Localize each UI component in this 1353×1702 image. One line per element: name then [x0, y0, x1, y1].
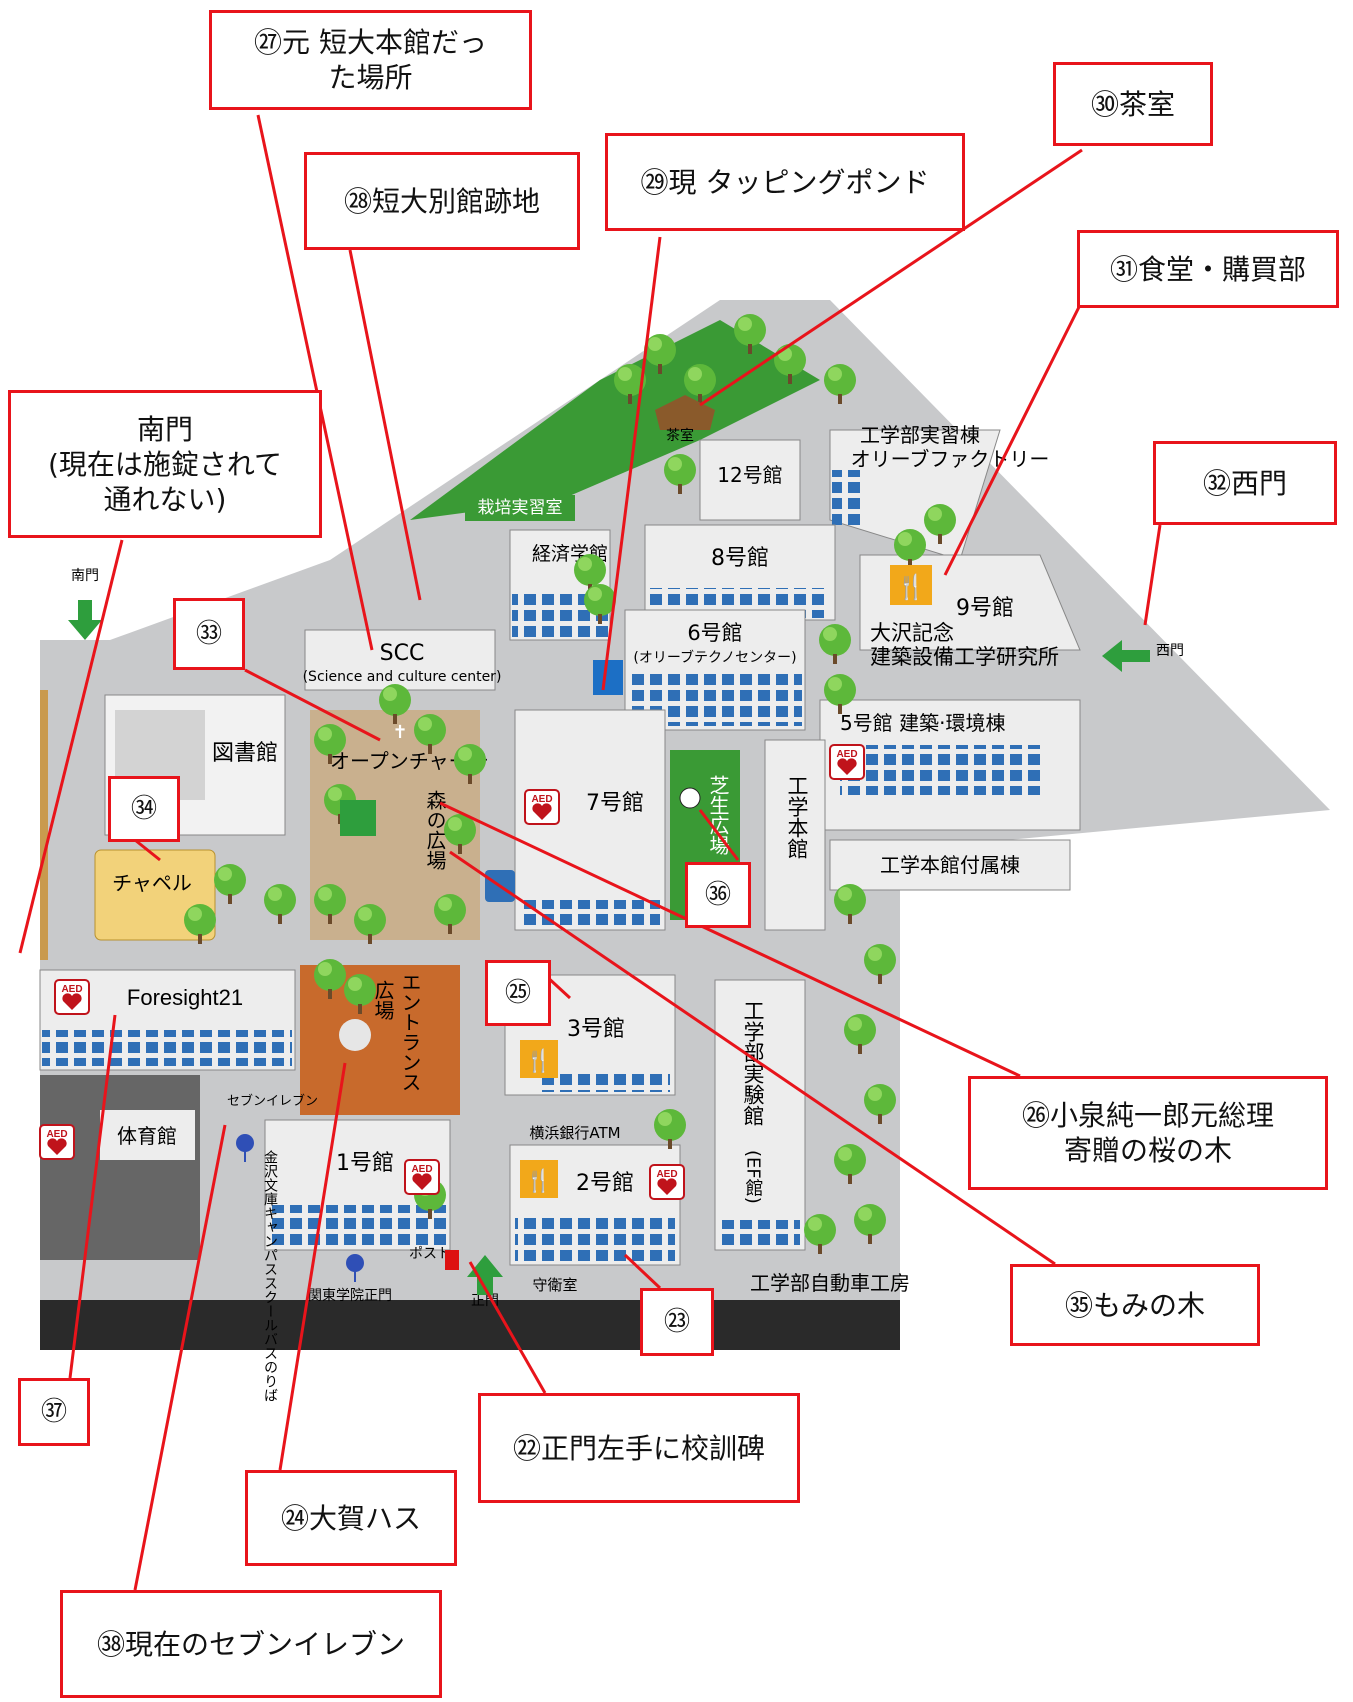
- aed-icon: [649, 1164, 685, 1200]
- building-jisshu: 工学部実習棟 オリーブファクトリー: [829, 423, 1050, 561]
- svg-text:工学本館付属棟: 工学本館付属棟: [880, 853, 1020, 877]
- bus-stop-icon: [346, 1254, 364, 1282]
- entrance-label: エントランス: [398, 972, 422, 1092]
- building-jikken: 工学部実験館 (EF館): [714, 979, 806, 1251]
- svg-text:(オリーブテクノセンター): (オリーブテクノセンター): [633, 649, 796, 666]
- bus-stop-icon: [236, 1134, 254, 1162]
- callout-37: ㊲: [18, 1378, 90, 1446]
- post-icon: [445, 1250, 459, 1270]
- left-edge: [40, 690, 48, 960]
- smoking-icon: [679, 787, 701, 809]
- callout-33: ㉝: [173, 598, 245, 670]
- svg-text:工学部自動車工房: 工学部自動車工房: [750, 1271, 910, 1295]
- building-12: 12号館: [699, 439, 801, 521]
- svg-text:🍴: 🍴: [896, 573, 926, 601]
- building-fuzoku: 工学本館付属棟: [829, 839, 1071, 891]
- svg-text:ポスト: ポスト: [409, 1246, 451, 1262]
- svg-text:🍴: 🍴: [525, 1168, 552, 1194]
- arrow-down-icon: [68, 600, 102, 640]
- building-6: 6号館 (オリーブテクノセンター): [624, 609, 806, 731]
- arrow-up-icon: [467, 1255, 503, 1295]
- callout-24: ㉔大賀ハス: [245, 1470, 457, 1566]
- saibai-label: 栽培実習室: [478, 498, 563, 518]
- tapping-pond: [593, 660, 623, 695]
- callout-25: ㉕: [485, 960, 551, 1026]
- callout-34: ㉞: [108, 776, 180, 842]
- restaurant-icon: 🍴: [520, 1160, 558, 1198]
- building-taiikukan: 体育館: [40, 1075, 200, 1260]
- svg-text:5号館 建築·環境棟: 5号館 建築·環境棟: [840, 711, 1005, 735]
- restaurant-icon: 🍴: [520, 1040, 558, 1078]
- svg-text:(EF館): (EF館): [743, 1150, 764, 1204]
- callout-35: ㉟もみの木: [1010, 1264, 1260, 1346]
- svg-text:関東学院正門: 関東学院正門: [308, 1288, 392, 1304]
- callout-28: ㉘短大別館跡地: [304, 152, 580, 250]
- svg-text:1号館: 1号館: [336, 1151, 394, 1176]
- leader-lines: [18, 114, 1162, 1591]
- arrow-left-icon: [1102, 640, 1150, 672]
- svg-text:守衛室: 守衛室: [532, 1276, 577, 1294]
- callout-32: ㉜西門: [1153, 441, 1337, 525]
- building-8: 8号館: [644, 524, 836, 621]
- building-12-label: 12号館: [717, 463, 782, 487]
- svg-text:オリーブファクトリー: オリーブファクトリー: [851, 447, 1050, 471]
- svg-text:8号館: 8号館: [711, 546, 769, 571]
- aed-icon: [829, 744, 865, 780]
- building-1: 1号館: [264, 1119, 451, 1251]
- callout-south-gate: 南門 (現在は施錠されて 通れない): [8, 390, 322, 538]
- svg-text:大沢記念: 大沢記念: [870, 621, 954, 645]
- svg-text:芝生広場: 芝生広場: [706, 775, 730, 855]
- svg-text:チャペル: チャペル: [112, 871, 192, 895]
- svg-text:SCC: SCC: [380, 641, 425, 666]
- aed-icon: [54, 979, 90, 1015]
- restaurant-icon: 🍴: [890, 565, 932, 605]
- svg-text:体育館: 体育館: [117, 1124, 177, 1148]
- callout-23: ㉓: [640, 1288, 714, 1356]
- svg-text:Foresight21: Foresight21: [127, 985, 243, 1010]
- south-boundary-road: [40, 1300, 900, 1350]
- svg-text:横浜銀行ATM: 横浜銀行ATM: [529, 1124, 620, 1142]
- aed-icon: [524, 789, 560, 825]
- svg-text:図書館: 図書館: [212, 741, 278, 766]
- svg-text:正門: 正門: [471, 1293, 499, 1309]
- callout-30: ㉚茶室: [1053, 62, 1213, 146]
- aed-icon: [39, 1124, 75, 1160]
- aed-icon: [404, 1159, 440, 1195]
- svg-text:南門: 南門: [71, 568, 99, 584]
- svg-text:6号館: 6号館: [687, 621, 742, 645]
- svg-text:西門: 西門: [1156, 643, 1184, 659]
- cross-icon: ✝: [392, 722, 407, 743]
- callout-36: ㊱: [685, 862, 751, 928]
- callout-31: ㉛食堂・購買部: [1077, 230, 1339, 308]
- svg-text:7号館: 7号館: [586, 791, 644, 816]
- svg-text:森の広場: 森の広場: [423, 790, 447, 870]
- building-kougaku-honkan: 工学本館: [764, 739, 826, 931]
- callout-27: ㉗元 短大本館だっ た場所: [209, 10, 532, 110]
- callout-26: ㉖小泉純一郎元総理 寄贈の桜の木: [968, 1076, 1328, 1190]
- svg-text:3号館: 3号館: [567, 1017, 625, 1042]
- svg-text:2号館: 2号館: [576, 1171, 634, 1196]
- svg-text:9号館: 9号館: [956, 596, 1014, 621]
- callout-29: ㉙現 タッピングポンド: [605, 133, 965, 231]
- svg-text:工学部実習棟: 工学部実習棟: [860, 423, 980, 447]
- seven-label-map: セブンイレブン: [227, 1093, 318, 1109]
- svg-text:茶室: 茶室: [666, 427, 694, 444]
- building-foresight21: Foresight21: [39, 969, 296, 1071]
- callout-38: ㊳現在のセブンイレブン: [60, 1590, 442, 1698]
- svg-text:建築設備工学研究所: 建築設備工学研究所: [870, 645, 1059, 669]
- svg-text:🍴: 🍴: [525, 1048, 552, 1074]
- svg-text:工学本館: 工学本館: [785, 775, 809, 859]
- north-green-area: [410, 320, 820, 520]
- building-scc: SCC (Science and culture center): [303, 629, 502, 691]
- svg-text:金沢文庫キャンパススクールバスのりば: 金沢文庫キャンパススクールバスのりば: [262, 1150, 278, 1402]
- svg-text:(Science and culture center): (Science and culture center): [303, 669, 502, 685]
- evacuation-icon: [340, 800, 376, 836]
- callout-22: ㉒正門左手に校訓碑: [478, 1393, 800, 1503]
